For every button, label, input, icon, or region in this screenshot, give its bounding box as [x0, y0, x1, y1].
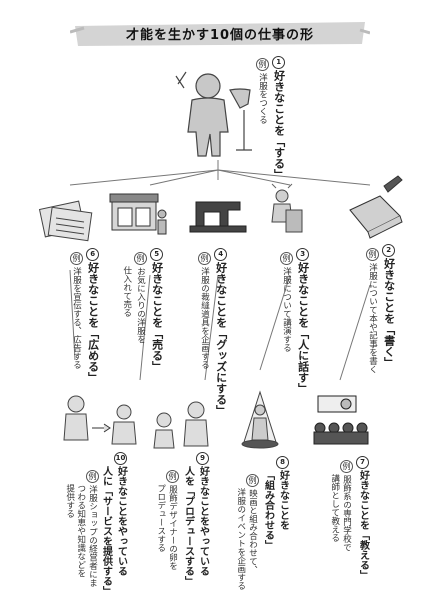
page-title: 才能を生かす10個の仕事の形: [125, 27, 315, 43]
item-10-number: 10: [114, 452, 127, 465]
example-mark: 例: [280, 252, 293, 265]
item-8-number: 8: [276, 456, 289, 469]
example-mark: 例: [86, 470, 99, 483]
item-10-heading-2: 人に「サービスを提供する」: [100, 466, 112, 596]
item-10-example-2: つわる知恵や知識などを: [75, 484, 86, 578]
item-8-example-1: 例映画と組み合わせて、: [246, 474, 259, 574]
item-3-example: 例洋服について講演する: [280, 252, 293, 352]
item-2-example: 例洋服について本や記事を書く: [366, 248, 379, 374]
item-9-heading-2: 人を「プロデュースする」: [182, 466, 194, 586]
item-4-heading: 4好きなことを「グッズにする」: [214, 248, 228, 416]
item-8-example-2: 洋服のイベントを企画する: [235, 488, 246, 590]
item-5-number: 5: [150, 248, 164, 261]
example-mark: 例: [198, 252, 211, 265]
item-7-heading: 7好きなことを「教える」: [356, 456, 369, 580]
item-4-example: 例洋服の裁縫道具を企画する: [198, 252, 211, 369]
example-mark: 例: [366, 248, 379, 261]
title-band: 才能を生かす10個の仕事の形: [70, 18, 370, 48]
item-7-example-2: 講師として教える: [329, 474, 340, 542]
item-9-heading-1: 9好きなことをやっている: [196, 452, 209, 576]
item-2-number: 2: [382, 244, 396, 257]
item-8-heading-2: 「組み合わせる」: [262, 470, 274, 550]
item-1-example: 例洋服をつくる: [256, 58, 269, 124]
item-4-number: 4: [214, 248, 228, 261]
example-mark: 例: [256, 58, 269, 71]
item-2-heading: 2好きなことを「書く」: [382, 244, 396, 368]
item-7-example-1: 例服飾系の専門学校で: [340, 460, 353, 552]
example-mark: 例: [246, 474, 259, 487]
item-6-example: 例洋服を宣伝する、広告する: [70, 252, 83, 369]
item-9-example-1: 例服飾デザイナーの卵を: [166, 470, 179, 570]
item-1-heading: 1好きなことを「する」: [272, 56, 286, 180]
example-mark: 例: [166, 470, 179, 483]
item-6-number: 6: [86, 248, 100, 261]
item-3-heading: 3好きなことを「人に話す」: [296, 248, 310, 394]
item-9-number: 9: [196, 452, 209, 465]
item-6-heading: 6好きなことを「広める」: [86, 248, 100, 383]
item-7-number: 7: [356, 456, 369, 469]
title-brush-stroke: [70, 22, 370, 46]
item-10-example-3: 提供する: [64, 484, 75, 518]
example-mark: 例: [134, 252, 147, 265]
item-9-example-2: プロデュースする: [155, 484, 166, 552]
example-mark: 例: [340, 460, 353, 473]
example-mark: 例: [70, 252, 83, 265]
item-5-heading: 5好きなことを「売る」: [150, 248, 164, 372]
item-10-example-1: 例洋服ショップの経営者にま: [86, 470, 99, 587]
item-1-number: 1: [272, 56, 286, 69]
item-5-example-1: 例お気に入りの洋服を: [134, 252, 147, 344]
item-10-heading-1: 10好きなことをやっている: [114, 452, 127, 576]
item-5-example-2: 仕入れて売る: [121, 266, 132, 317]
item-8-heading-1: 8好きなことを: [276, 456, 289, 530]
item-3-number: 3: [296, 248, 310, 261]
